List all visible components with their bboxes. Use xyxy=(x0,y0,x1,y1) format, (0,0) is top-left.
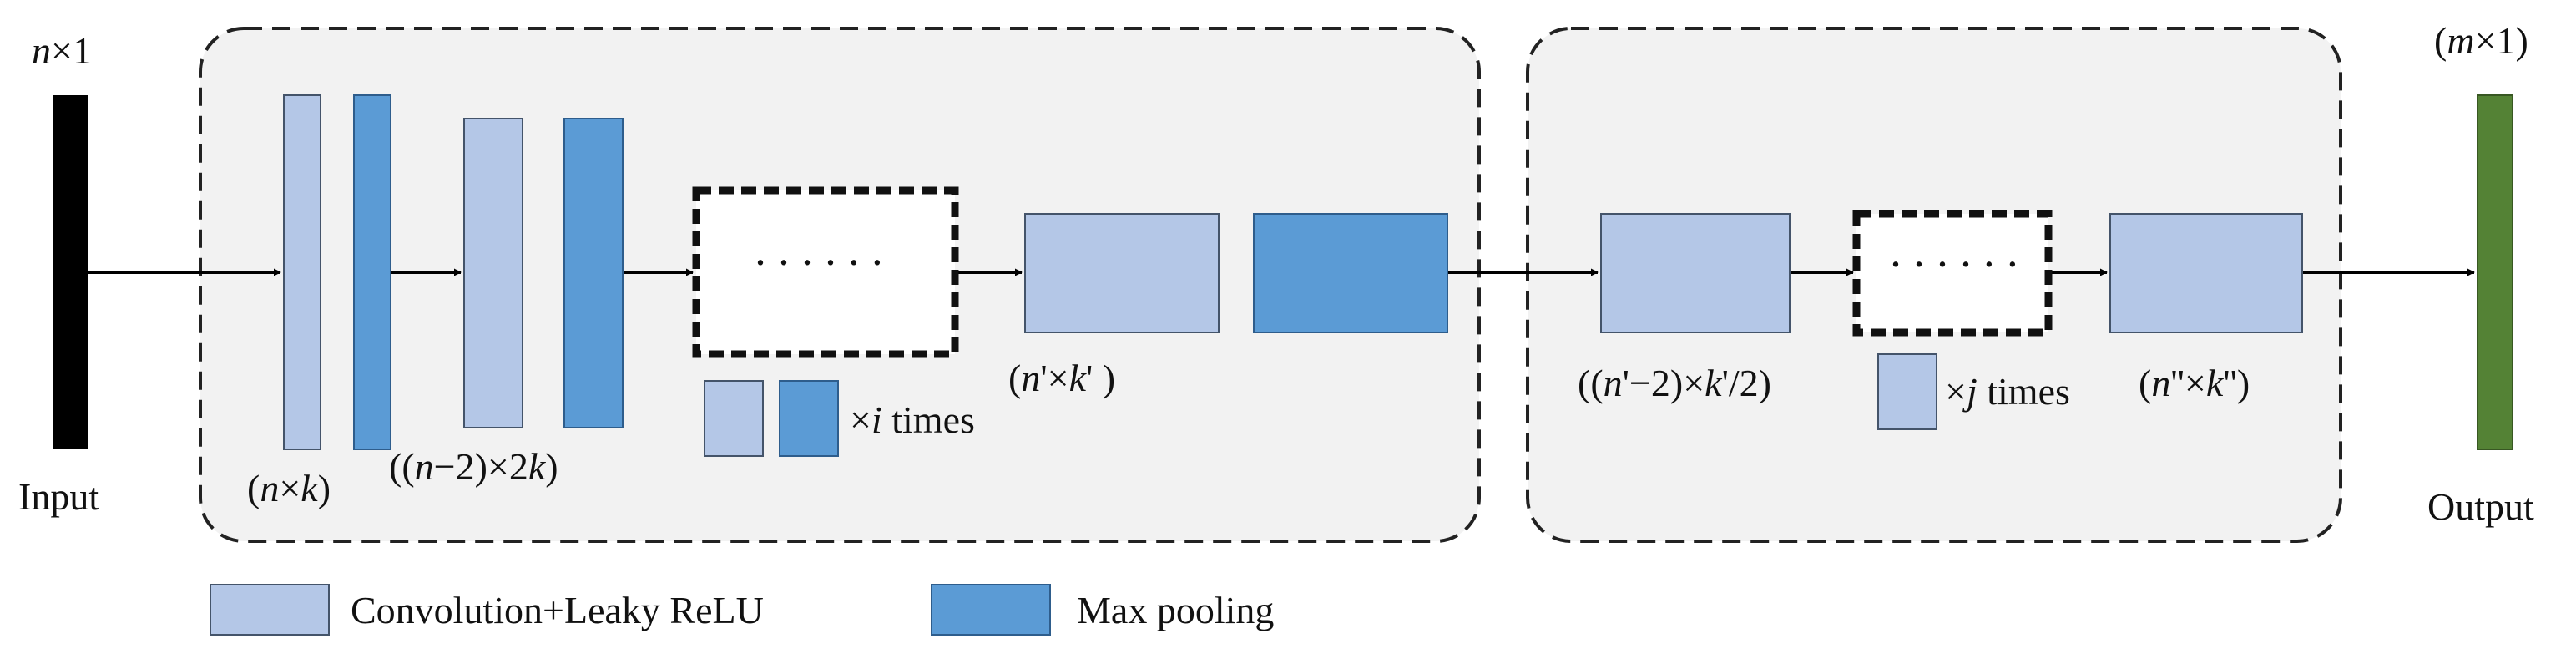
dim-label-conv3: (n'×k' ) xyxy=(1008,357,1115,399)
legend-swatch-conv xyxy=(210,584,330,636)
output-shape-label: (m×1) xyxy=(2434,19,2528,62)
conv-block-3 xyxy=(1024,213,1220,333)
dim-label-conv4: ((n'−2)×k'/2) xyxy=(1578,362,1771,404)
legend-label-conv: Convolution+Leaky ReLU xyxy=(351,589,764,631)
dim-label-conv5: (n''×k'') xyxy=(2139,362,2250,404)
input-shape-label: n×1 xyxy=(32,29,92,72)
output-label: Output xyxy=(2427,485,2534,528)
pool-block-3 xyxy=(1253,213,1448,333)
conv-block-2 xyxy=(463,118,523,428)
input-label: Input xyxy=(18,475,99,518)
conv-block-4 xyxy=(1600,213,1791,333)
repeat-times-label-1: ×i times xyxy=(850,398,975,441)
legend-swatch-pool xyxy=(931,584,1051,636)
conv-block-5 xyxy=(2109,213,2303,333)
repeat-dots-1: ······ xyxy=(753,237,893,287)
repeat-dots-2: ······ xyxy=(1888,239,2028,289)
pool-block-2 xyxy=(563,118,624,428)
repeat-conv-icon-2 xyxy=(1877,353,1937,430)
conv-block-1 xyxy=(283,94,321,450)
repeat-pool-icon-1 xyxy=(779,380,839,457)
legend-label-pool: Max pooling xyxy=(1077,589,1274,631)
legend: Convolution+Leaky ReLU Max pooling xyxy=(210,584,1274,636)
repeat-conv-icon-1 xyxy=(704,380,764,457)
repeat-block-1 xyxy=(692,186,959,358)
dim-label-conv1: (n×k) xyxy=(247,467,331,509)
dim-label-conv2: ((n−2)×2k) xyxy=(389,445,558,488)
output-bar xyxy=(2477,94,2513,450)
repeat-times-label-2: ×j times xyxy=(1945,370,2070,413)
input-bar xyxy=(53,95,88,449)
pool-block-1 xyxy=(353,94,391,450)
repeat-block-2 xyxy=(1852,210,2053,337)
